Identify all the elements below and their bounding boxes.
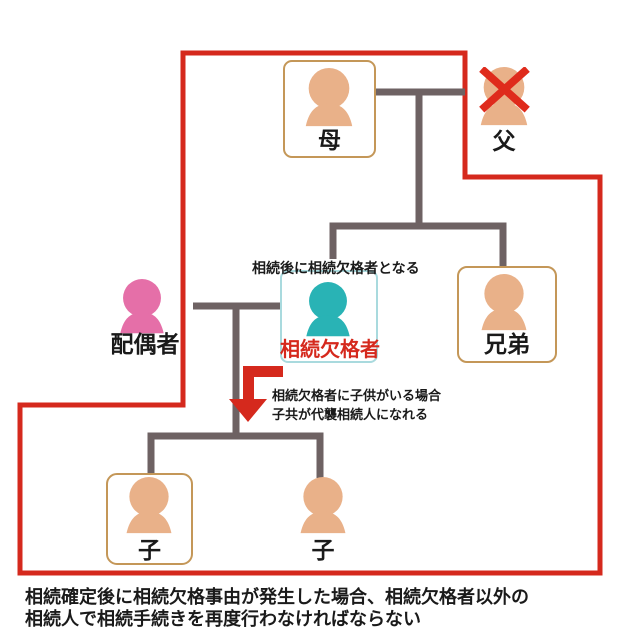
label-child-right: 子: [311, 538, 335, 564]
note-substitution-line2: 子共が代襲相続人になれる: [272, 408, 429, 423]
family-connector-lines: [147, 88, 507, 478]
person-icon-mother: [305, 68, 353, 127]
label-disqualified: 相続欠格者: [280, 337, 380, 361]
person-icon-child-right: [300, 477, 346, 534]
label-mother: 母: [318, 128, 341, 154]
label-child-left: 子: [138, 538, 161, 564]
note-disqualified-after: 相続後に相続欠格者となる: [252, 261, 420, 277]
person-icon-spouse: [120, 279, 164, 334]
arrow-down-icon: [229, 366, 283, 422]
footer-note-line1: 相続確定後に相続欠格事由が発生した場合、相続欠格者以外の: [25, 587, 529, 608]
deceased-x-icon: [479, 67, 530, 113]
person-icon-brother: [481, 274, 527, 331]
footer-note-line2: 相続人で相続手続きを再度行わなければならない: [25, 609, 421, 630]
note-substitution-line1: 相続欠格者に子供がいる場合: [272, 389, 442, 404]
label-father: 父: [492, 129, 516, 155]
footer-note: 相続確定後に相続欠格事由が発生した場合、相続欠格者以外の 相続人で相続手続きを再…: [25, 587, 529, 630]
label-spouse: 配偶者: [110, 332, 180, 358]
label-brother: 兄弟: [484, 332, 530, 358]
note-substitution: 相続欠格者に子供がいる場合 子共が代襲相続人になれる: [272, 387, 441, 425]
person-icon-child-left: [126, 477, 172, 534]
person-icon-father: [479, 67, 530, 126]
person-icon-disqualified: [306, 282, 350, 337]
